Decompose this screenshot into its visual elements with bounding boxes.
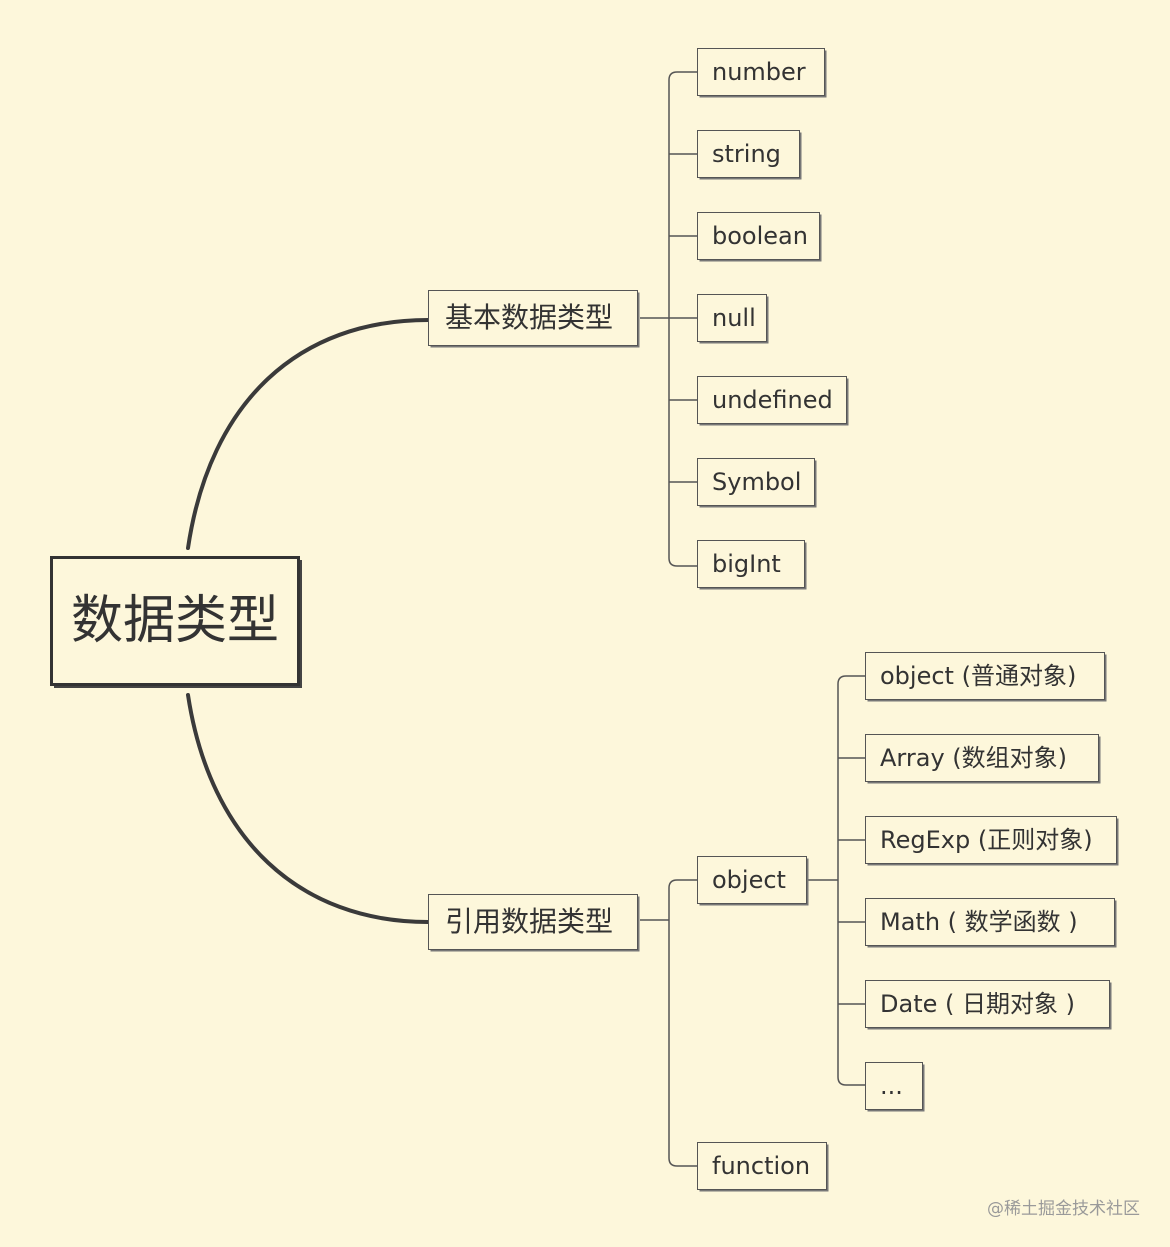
- primitive-category-label: 基本数据类型: [445, 301, 614, 334]
- primitive-item-node: bigInt: [697, 540, 805, 588]
- object-item-node: Array (数组对象): [865, 734, 1099, 782]
- object-item-label: Date ( 日期对象 ): [880, 990, 1075, 1018]
- object-item-node: object (普通对象): [865, 652, 1105, 700]
- reference-category-node: 引用数据类型: [428, 894, 638, 950]
- primitive-item-node: string: [697, 130, 800, 178]
- object-item-label: Math ( 数学函数 ): [880, 908, 1078, 936]
- object-item-label: Array (数组对象): [880, 744, 1067, 772]
- primitive-item-label: boolean: [712, 222, 808, 250]
- object-item-label: RegExp (正则对象): [880, 826, 1093, 854]
- root-to-primitive-curve: [186, 318, 430, 550]
- primitive-item-label: undefined: [712, 386, 833, 414]
- object-branch: [807, 675, 865, 1086]
- object-item-node: RegExp (正则对象): [865, 816, 1117, 864]
- reference-object-node: object: [697, 856, 807, 904]
- primitive-item-node: boolean: [697, 212, 820, 260]
- primitive-item-label: null: [712, 304, 756, 332]
- primitive-item-node: Symbol: [697, 458, 815, 506]
- root-label: 数据类型: [70, 591, 279, 651]
- object-item-label: object (普通对象): [880, 662, 1077, 690]
- reference-function-label: function: [712, 1152, 811, 1180]
- watermark: @稀土掘金技术社区: [987, 1199, 1140, 1219]
- primitive-item-node: undefined: [697, 376, 847, 424]
- object-item-node: Date ( 日期对象 ): [865, 980, 1110, 1028]
- reference-branch: [640, 879, 697, 1167]
- object-item-node: Math ( 数学函数 ): [865, 898, 1115, 946]
- primitive-item-label: Symbol: [712, 468, 802, 496]
- primitive-item-label: string: [712, 140, 781, 168]
- reference-function-node: function: [697, 1142, 827, 1190]
- root-node: 数据类型: [50, 556, 300, 686]
- primitive-branch: [640, 71, 697, 567]
- primitive-item-label: bigInt: [712, 550, 781, 578]
- primitive-item-label: number: [712, 58, 806, 86]
- reference-object-label: object: [712, 866, 786, 894]
- primitive-item-node: null: [697, 294, 767, 342]
- primitive-item-node: number: [697, 48, 825, 96]
- object-item-node: ...: [865, 1062, 923, 1110]
- reference-category-label: 引用数据类型: [445, 905, 614, 938]
- primitive-category-node: 基本数据类型: [428, 290, 638, 346]
- object-item-label: ...: [880, 1072, 903, 1100]
- root-to-reference-curve: [186, 693, 430, 924]
